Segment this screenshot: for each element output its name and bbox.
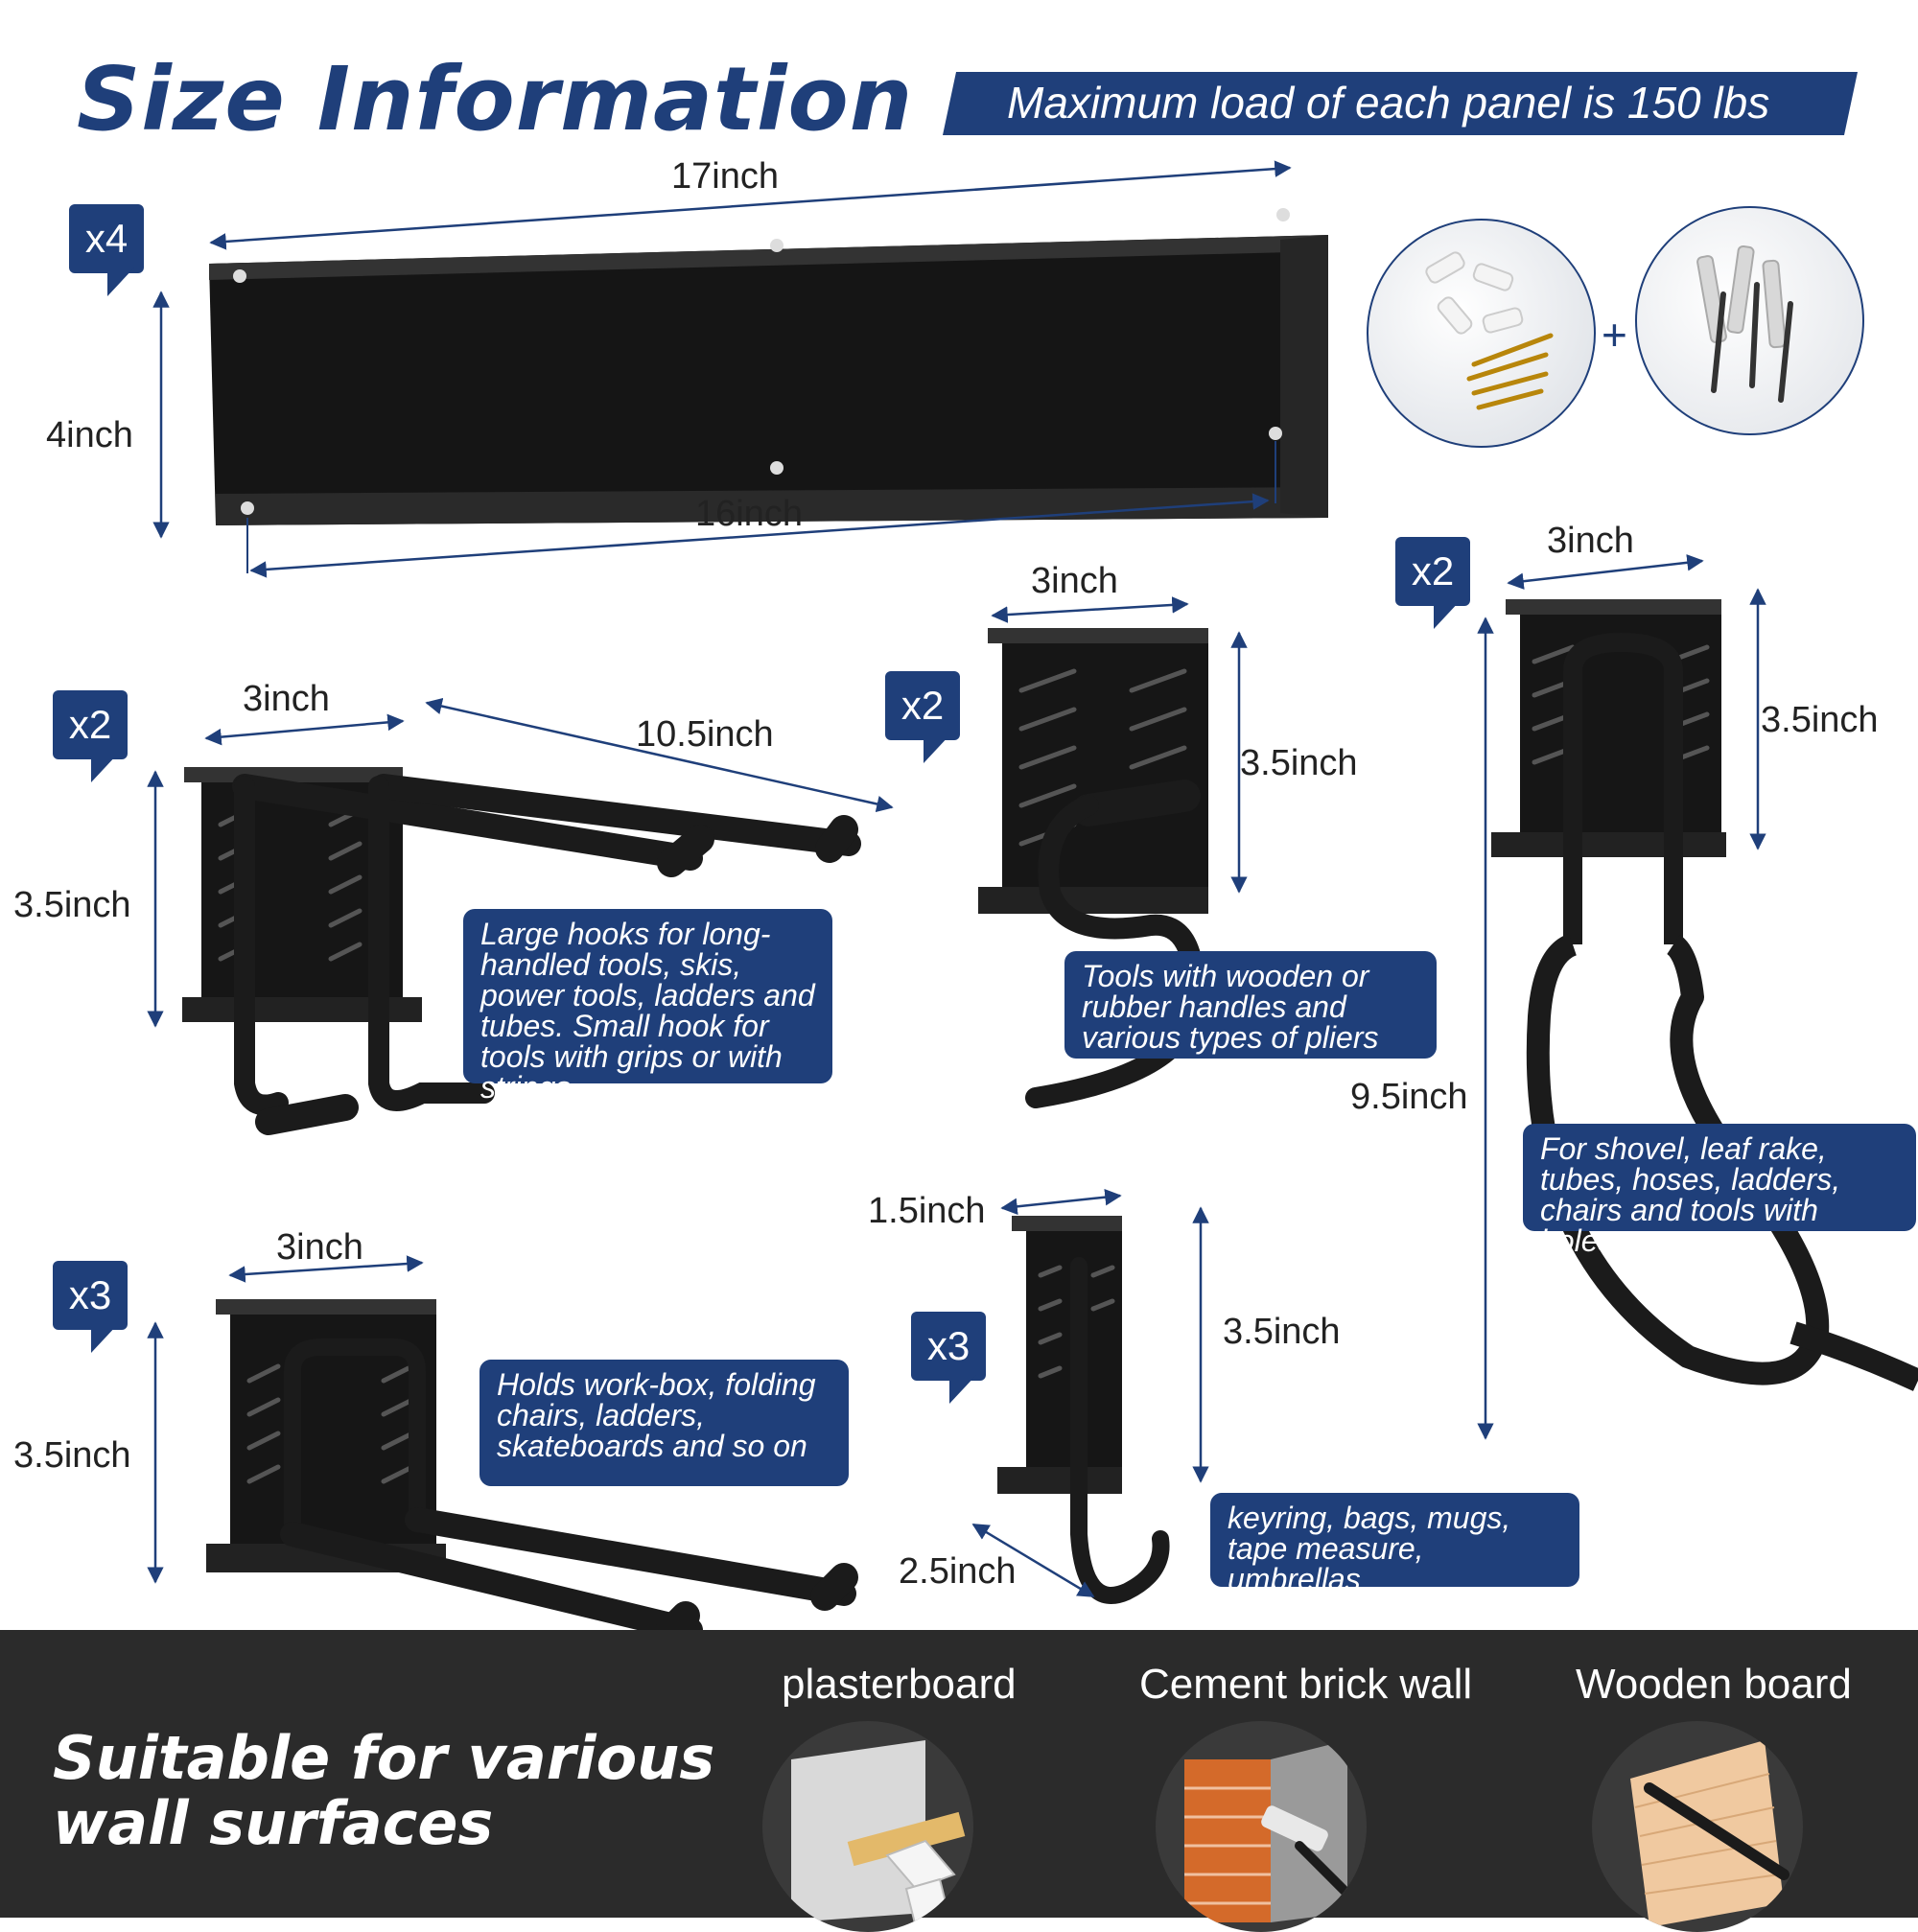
j-hook-width: 1.5inch: [868, 1191, 986, 1231]
surface-label-wood: Wooden board: [1576, 1661, 1852, 1708]
loop-hook-description: For shovel, leaf rake, tubes, hoses, lad…: [1523, 1124, 1916, 1256]
cement-brick-icon: [1156, 1721, 1367, 1932]
screw-bag-photo: [1635, 206, 1864, 435]
wooden-board-icon: [1592, 1721, 1803, 1932]
loop-hook-quantity-badge: x2: [1395, 537, 1470, 629]
u-hook-quantity: x3: [68, 1272, 112, 1317]
surface-label-plasterboard: plasterboard: [782, 1661, 1017, 1708]
s-hook-width: 3inch: [1031, 561, 1118, 601]
j-hook-quantity: x3: [926, 1323, 971, 1368]
surfaces-heading: Suitable for various wall surfaces: [53, 1723, 715, 1858]
j-hook-description: keyring, bags, mugs, tape measure, umbre…: [1210, 1493, 1579, 1594]
u-hook-description: Holds work-box, folding chairs, ladders,…: [480, 1360, 849, 1486]
loop-hook-length: 9.5inch: [1350, 1077, 1468, 1117]
double-hook-quantity-badge: x2: [53, 690, 128, 782]
s-hook-height: 3.5inch: [1240, 743, 1358, 783]
u-hook-quantity-badge: x3: [53, 1261, 128, 1353]
j-hook-height: 3.5inch: [1223, 1312, 1341, 1352]
u-hook-width: 3inch: [276, 1227, 363, 1268]
panel-length-bottom: 16inch: [695, 494, 803, 534]
s-hook-description: Tools with wooden or rubber handles and …: [1064, 951, 1437, 1059]
double-hook-description: Large hooks for long-handled tools, skis…: [463, 909, 832, 1103]
double-hook-length: 10.5inch: [636, 714, 774, 755]
panel-quantity-badge: x4: [69, 204, 144, 296]
anchor-bag-photo: [1367, 219, 1596, 448]
wall-panel: [209, 208, 1328, 525]
u-hook-height: 3.5inch: [13, 1435, 131, 1476]
loop-hook-quantity: x2: [1411, 548, 1455, 594]
panel-quantity: x4: [84, 216, 129, 261]
surface-label-cement: Cement brick wall: [1139, 1661, 1473, 1708]
plasterboard-icon: [762, 1721, 973, 1932]
panel-height: 4inch: [46, 415, 133, 455]
u-hook: [206, 1299, 858, 1649]
plus-sign: +: [1602, 310, 1627, 360]
loop-hook-width: 3inch: [1547, 521, 1634, 561]
panel-length-top: 17inch: [671, 156, 779, 197]
j-hook-depth: 2.5inch: [899, 1551, 1017, 1592]
double-hook-quantity: x2: [68, 702, 112, 747]
page-title: Size Information: [77, 48, 914, 151]
s-hook-quantity-badge: x2: [885, 671, 960, 763]
j-hook-quantity-badge: x3: [911, 1312, 986, 1404]
double-hook-width: 3inch: [243, 679, 330, 719]
j-hook: [997, 1216, 1170, 1604]
load-banner-text: Maximum load of each panel is 150 lbs: [1007, 78, 1770, 128]
s-hook-quantity: x2: [901, 683, 945, 728]
loop-hook: [1491, 599, 1918, 1391]
double-hook-height: 3.5inch: [13, 885, 131, 925]
loop-hook-height: 3.5inch: [1761, 700, 1879, 740]
